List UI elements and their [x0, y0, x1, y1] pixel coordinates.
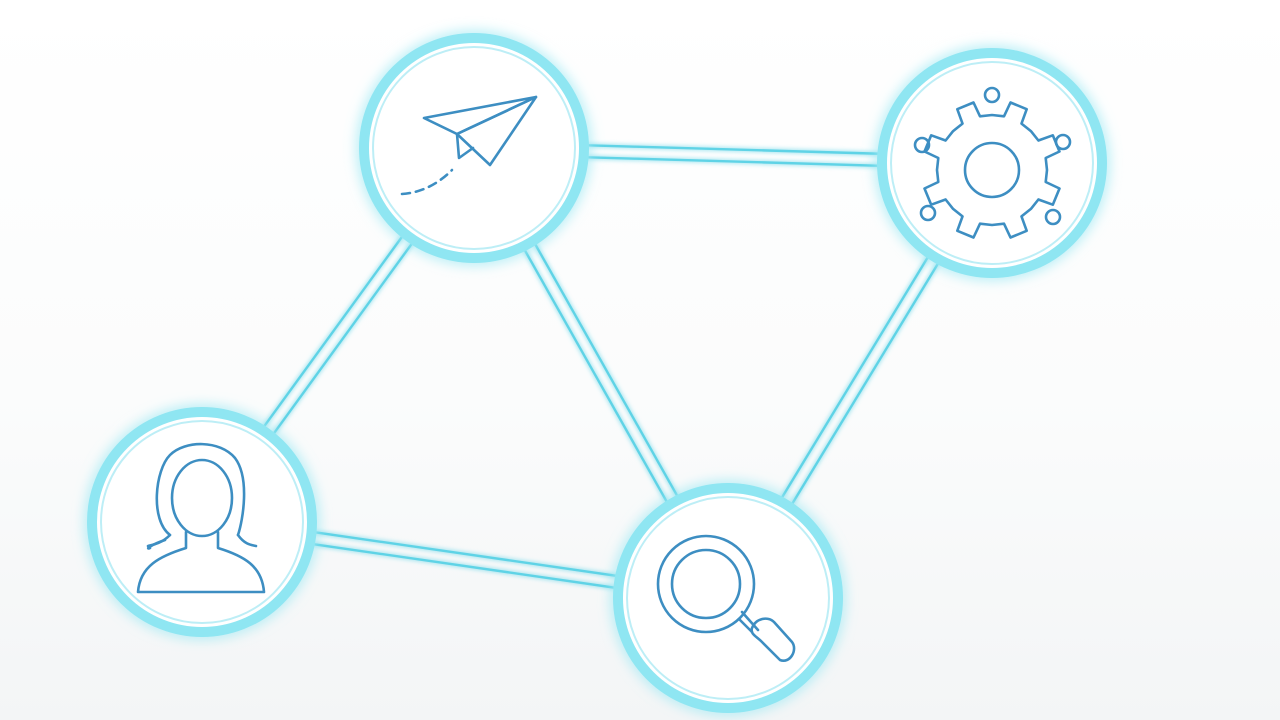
paper-plane-icon — [400, 95, 538, 196]
node-user — [87, 407, 317, 637]
magnifier-icon — [656, 534, 796, 662]
gear-icon — [913, 86, 1072, 239]
node-search — [613, 483, 843, 713]
user-icon — [136, 442, 266, 594]
connection-links — [196, 140, 999, 606]
node-settings — [877, 48, 1107, 278]
